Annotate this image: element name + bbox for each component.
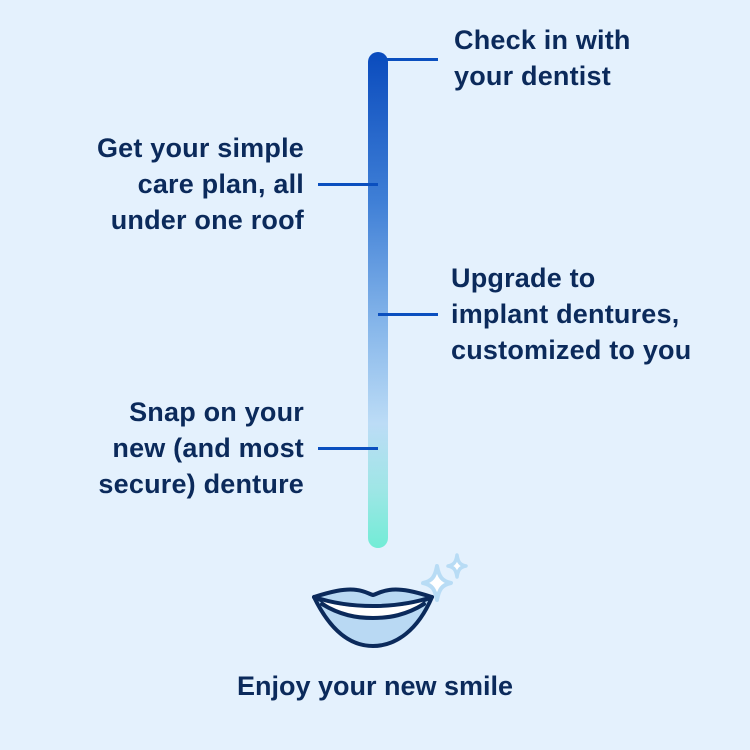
connector-step-1	[378, 58, 438, 61]
progress-gradient-bar	[368, 52, 388, 548]
smile-lips-icon	[312, 553, 468, 648]
connector-step-4	[318, 447, 378, 450]
sparkle-icon-small	[446, 553, 468, 579]
connector-step-3	[378, 313, 438, 316]
final-step-label: Enjoy your new smile	[236, 671, 514, 701]
step-4-label: Snap on your new (and most secure) dentu…	[98, 397, 304, 499]
step-3-label: Upgrade to implant dentures, customized …	[451, 263, 692, 365]
connector-step-2	[318, 183, 378, 186]
sparkle-icon	[421, 564, 453, 602]
step-1-label: Check in with your dentist	[454, 25, 631, 91]
step-2-label: Get your simple care plan, all under one…	[96, 133, 304, 235]
